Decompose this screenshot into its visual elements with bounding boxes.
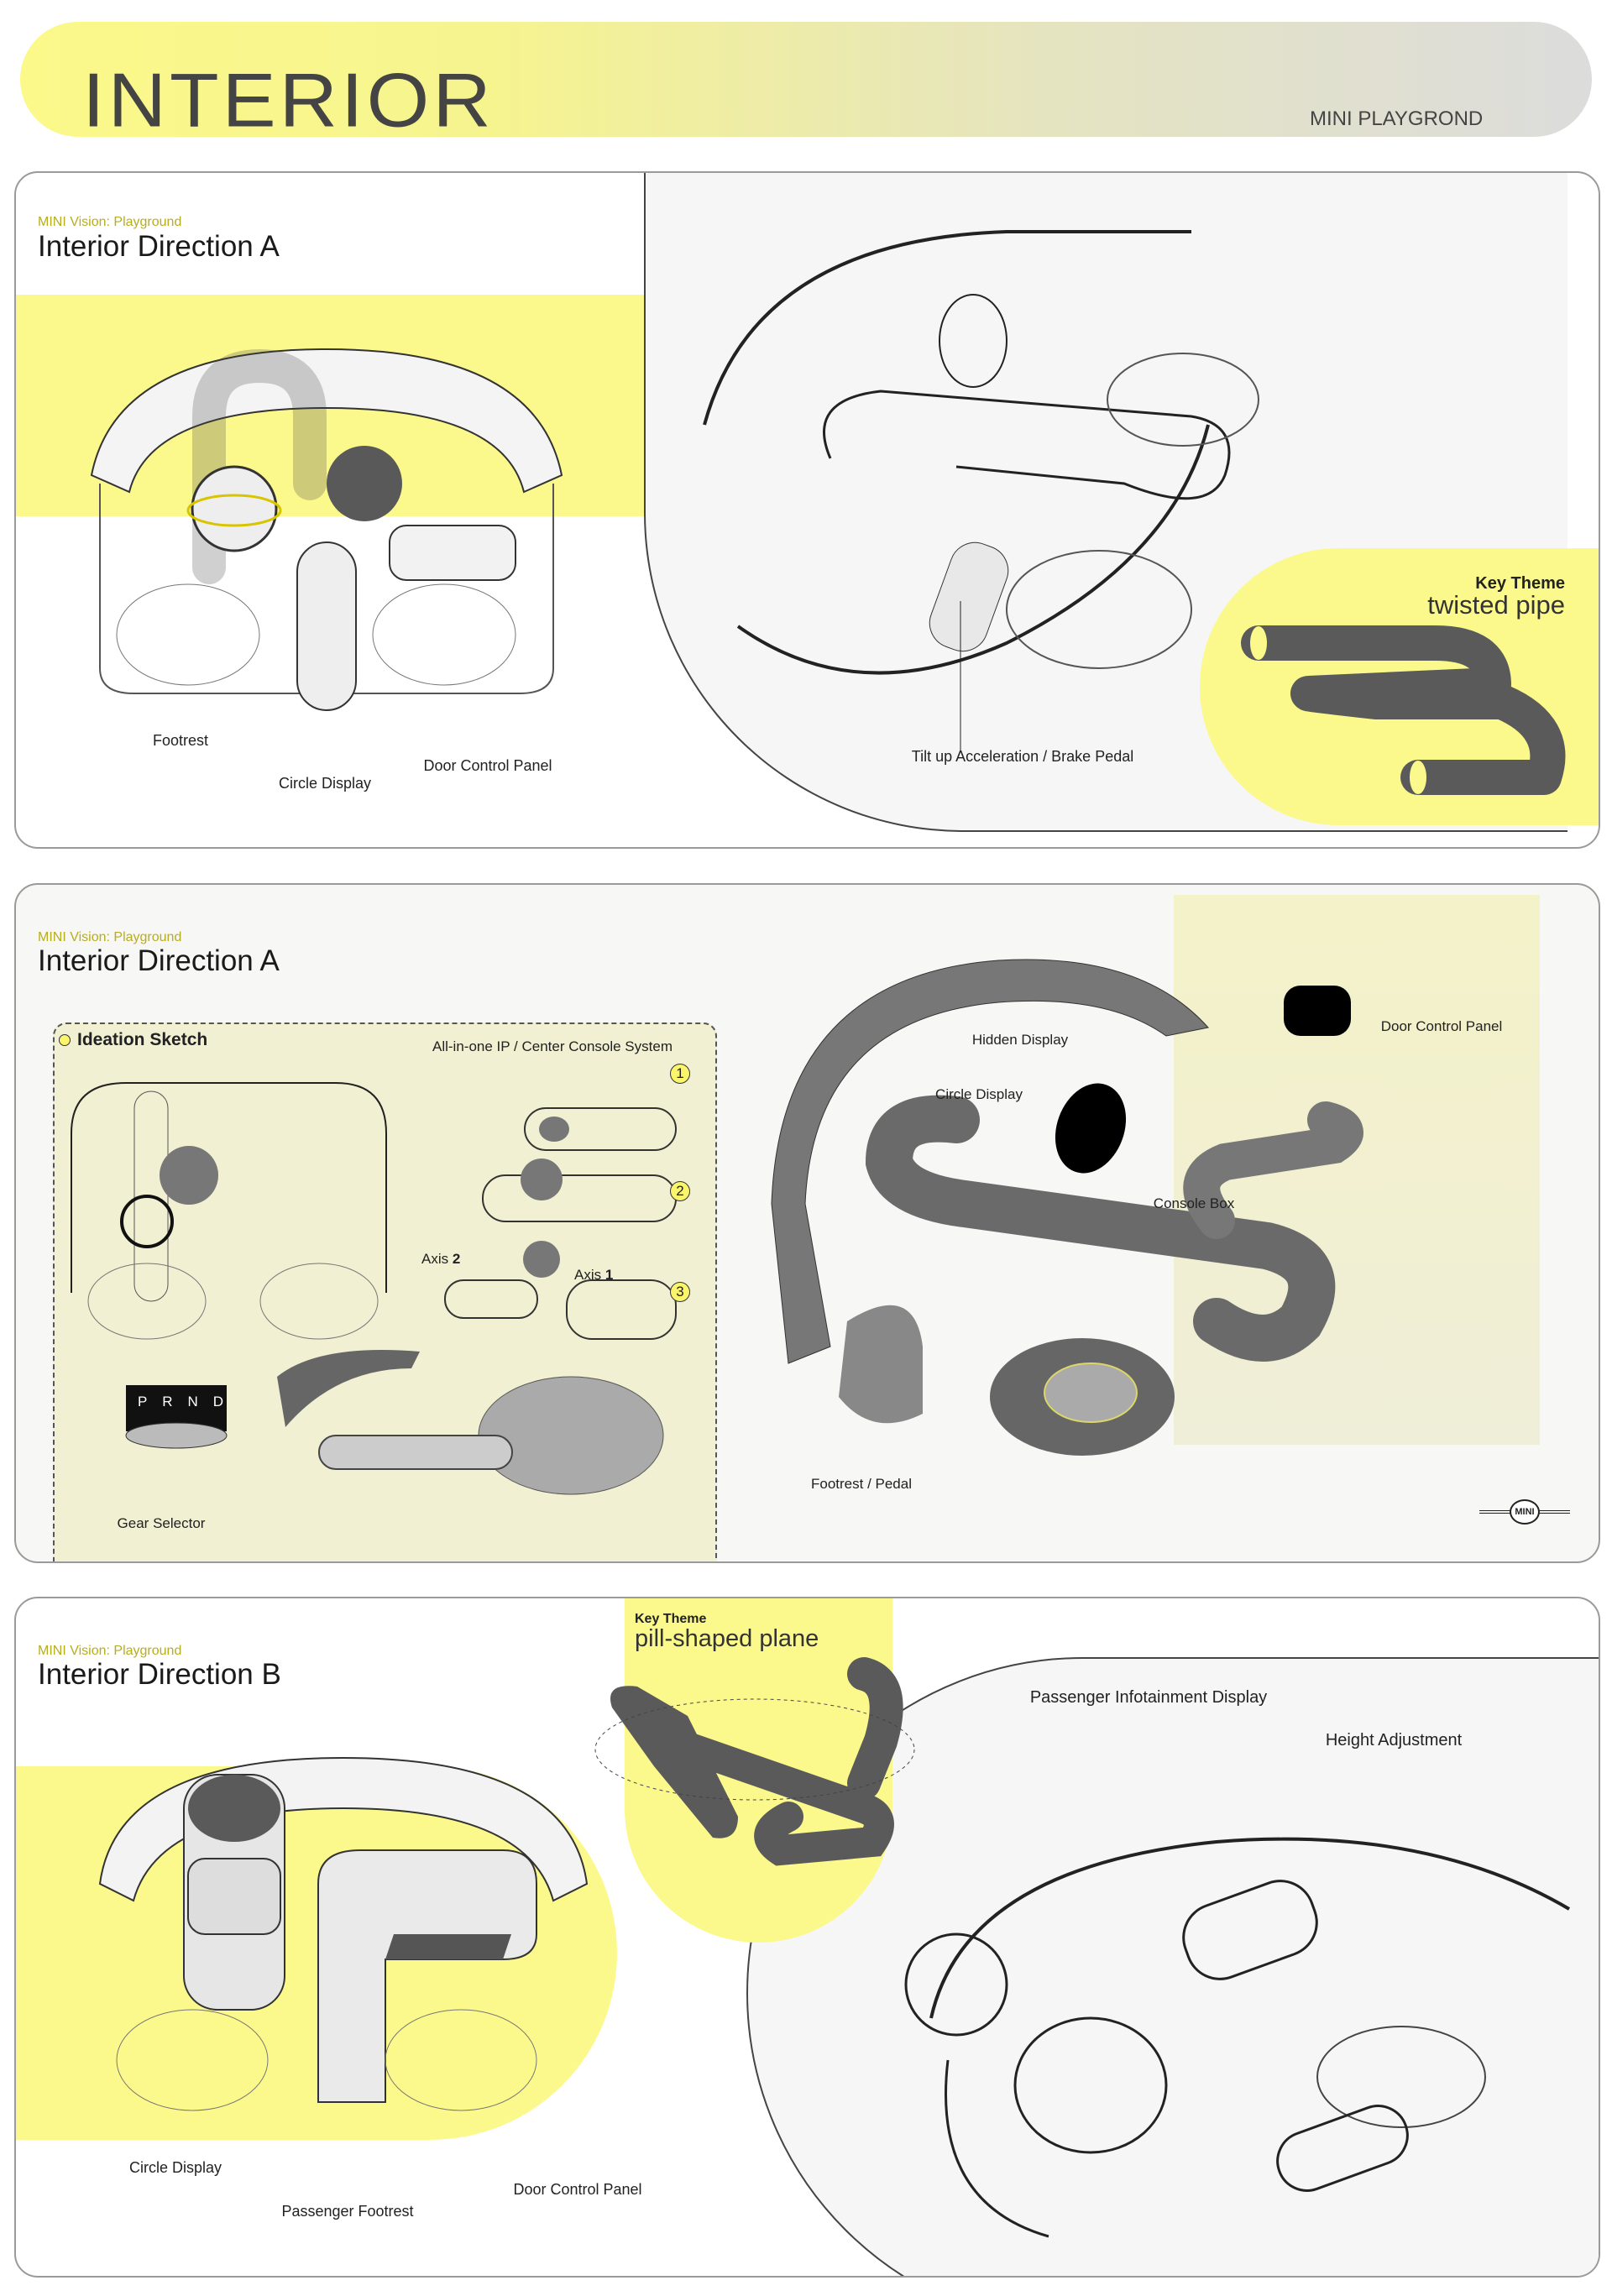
label-door-control-panel-b: Door Control Panel [513,2181,642,2198]
section2-kicker: MINI Vision: Playground [38,930,182,944]
section3-title: Interior Direction B [38,1658,281,1691]
gear-n: N [187,1394,198,1410]
step-3-badge: 3 [670,1282,690,1302]
step-1-badge: 1 [670,1064,690,1084]
axis-2-num: 2 [452,1251,461,1267]
label-height-adjustment: Height Adjustment [1325,1731,1463,1749]
gear-letters: P R N D [130,1394,231,1410]
label-circle-display-2: Circle Display [935,1086,1023,1102]
label-circle-display-b: Circle Display [128,2159,222,2176]
axis-1-num: 1 [604,1267,614,1283]
section1-title: Interior Direction A [38,230,280,263]
axis-1-label: Axis 1 [574,1267,613,1284]
label-footrest: Footrest [152,732,209,749]
page-title: INTERIOR [82,57,495,144]
key-theme-value-b: pill-shaped plane [635,1625,819,1652]
section-direction-a-sketch: Key Theme twisted pipe [14,171,1600,849]
label-hidden-display: Hidden Display [971,1032,1069,1048]
label-gear-selector: Gear Selector [117,1515,206,1531]
label-pedal: Tilt up Acceleration / Brake Pedal [911,748,1134,765]
section3-kicker: MINI Vision: Playground [38,1644,182,1658]
axis-2-label: Axis 2 [421,1251,460,1268]
ideation-dot-icon [59,1034,71,1046]
gear-d: D [212,1394,224,1410]
label-footrest-pedal: Footrest / Pedal [810,1476,913,1492]
pill-shaped-plane-icon [594,1657,915,1866]
ideation-sketch-drawings [71,1082,677,1495]
ideation-title: Ideation Sketch [77,1030,208,1049]
logo-text: MINI [1510,1499,1540,1525]
key-theme-label: Key Theme [1475,574,1565,593]
mini-logo: MINI [1479,1499,1570,1525]
render-interior [771,959,1363,1456]
axis-2-text: Axis [421,1251,449,1267]
key-theme-value: twisted pipe [1427,590,1565,620]
section-direction-b [14,1597,1600,2278]
header-banner [20,22,1592,137]
interior-sketch-top-view [90,348,563,711]
label-console-box: Console Box [1153,1195,1235,1211]
label-passenger-display: Passenger Infotainment Display [1029,1688,1268,1707]
label-circle-display: Circle Display [278,775,372,792]
gear-p: P [137,1394,148,1410]
label-system: All-in-one IP / Center Console System [432,1038,673,1054]
interior-b-perspective [904,1837,1571,2238]
label-door-control-panel: Door Control Panel [423,757,552,774]
interior-b-top-view [98,1756,589,2111]
section1-kicker: MINI Vision: Playground [38,215,182,229]
interior-sketch-perspective [703,230,1259,752]
label-passenger-footrest: Passenger Footrest [281,2203,414,2220]
axis-1-text: Axis [574,1267,602,1283]
gear-r: R [162,1394,173,1410]
page-subtitle: MINI PLAYGROND [1310,107,1484,130]
step-2-badge: 2 [670,1181,690,1201]
key-theme-label-b: Key Theme [635,1612,707,1626]
section2-title: Interior Direction A [38,944,280,977]
twisted-pipe-icon [1241,625,1566,795]
label-door-control-panel-2: Door Control Panel [1380,1018,1503,1034]
section-direction-a-render [14,883,1600,1563]
